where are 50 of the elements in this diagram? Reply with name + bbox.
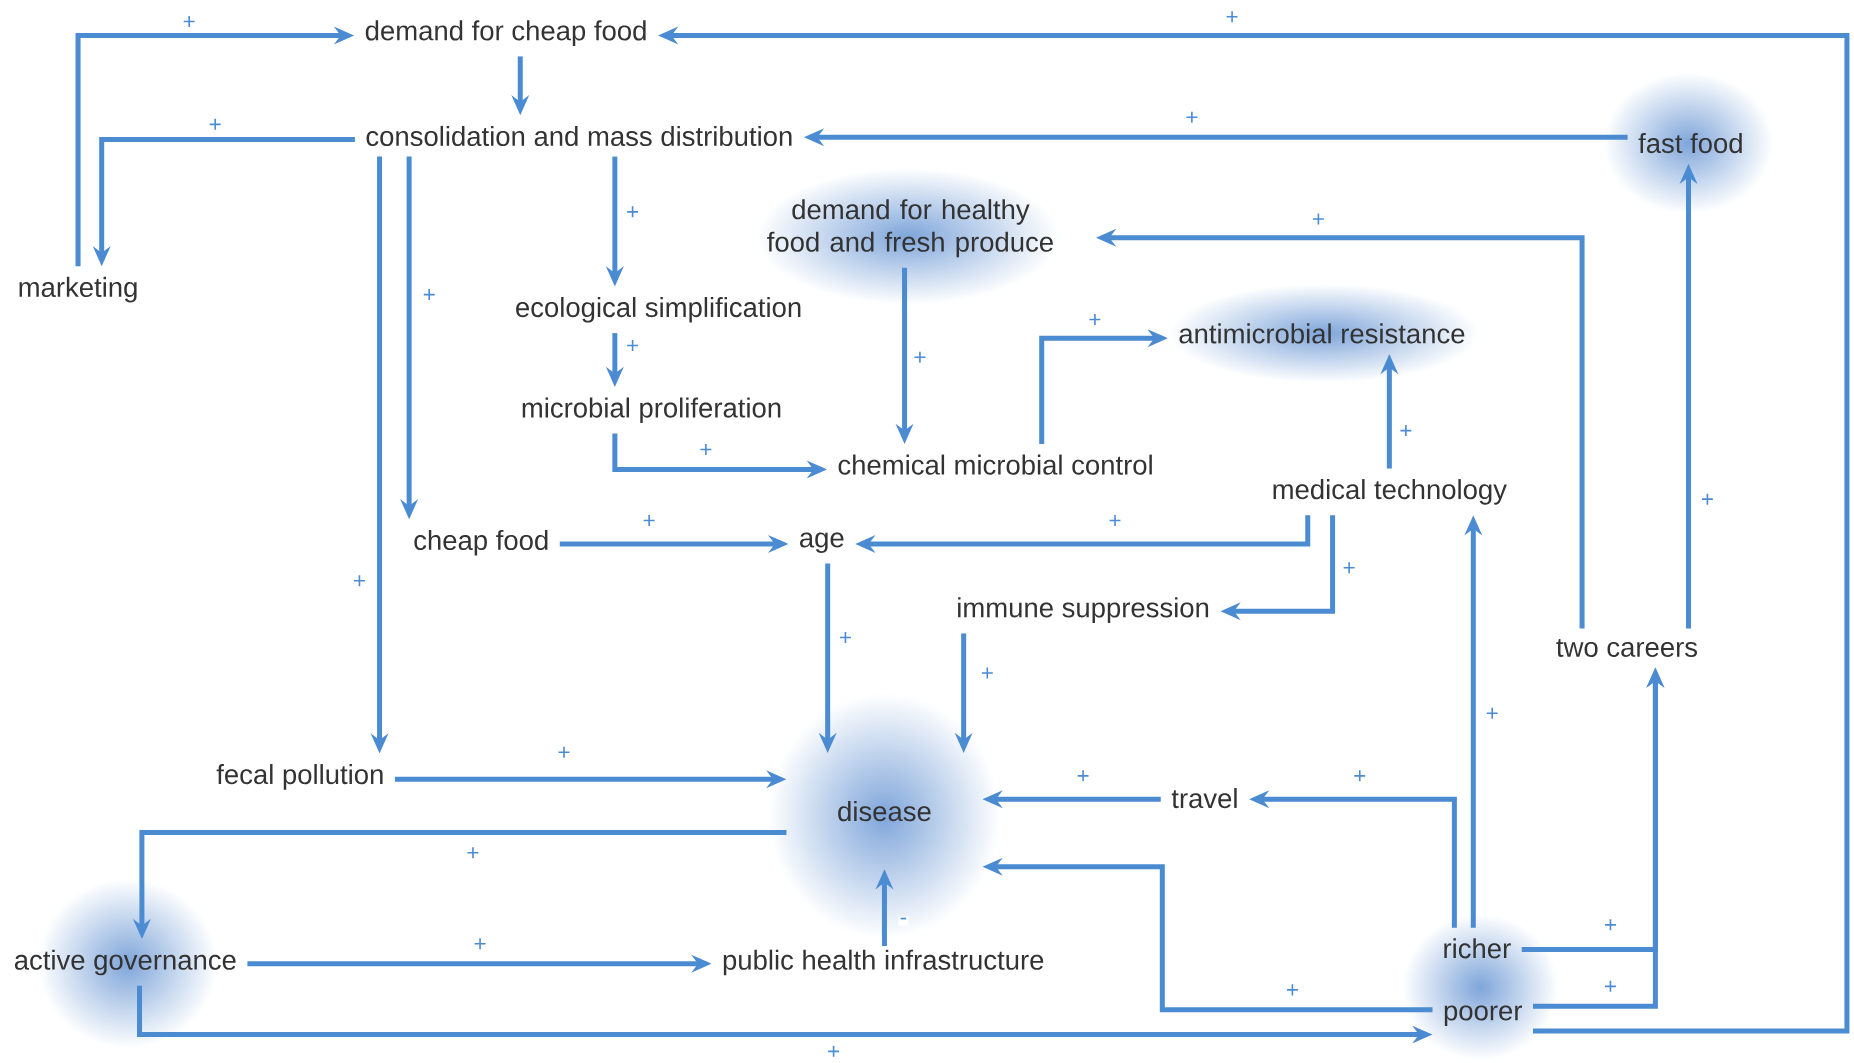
- edge-label: +: [1075, 769, 1091, 785]
- edge-label: +: [641, 513, 657, 530]
- edge-label: +: [1602, 918, 1619, 934]
- edge-label: +: [1224, 10, 1240, 26]
- edge-label: +: [1107, 513, 1123, 530]
- edge-label: +: [1484, 706, 1501, 722]
- edge-label: +: [472, 937, 488, 953]
- edge-label: +: [1087, 312, 1103, 329]
- edge-label: +: [1602, 979, 1619, 996]
- edge-label: +: [1341, 561, 1357, 577]
- causal-variable: fast food: [1638, 133, 1742, 154]
- edge-label: +: [837, 630, 854, 647]
- edge-label: +: [624, 338, 641, 355]
- edge-label: +: [421, 287, 438, 304]
- causal-variable: cheap food: [414, 529, 548, 556]
- edge-label: +: [351, 574, 368, 590]
- causal-variable: public health infrastructure: [723, 949, 1044, 976]
- causal-variable: age: [800, 532, 844, 553]
- causal-variable: ecological simplification: [516, 297, 801, 323]
- edge-label: +: [207, 117, 223, 134]
- edge-label: +: [1351, 769, 1368, 785]
- edge-label: +: [912, 350, 928, 366]
- causal-variable: medical technology: [1273, 479, 1507, 505]
- causal-variable: microbial proliferation: [522, 397, 781, 424]
- causal-variable: consolidation and mass distribution: [366, 125, 792, 147]
- edge-label: +: [1398, 423, 1414, 440]
- causal-variable: demand for cheap food: [365, 20, 646, 46]
- causal-variable: poorer: [1444, 1005, 1522, 1026]
- edge-label: +: [1284, 983, 1301, 999]
- causal-variable: travel: [1171, 788, 1237, 809]
- causal-variable: chemical microbial control: [838, 454, 1152, 475]
- causal-variable: fecal pollution: [216, 764, 383, 790]
- edge-label: +: [624, 205, 641, 221]
- causal-variable: demand for healthy food and fresh produce: [767, 199, 1053, 258]
- edge-label: +: [1184, 110, 1200, 126]
- edge-label: +: [1310, 212, 1327, 228]
- edge-label: +: [1699, 492, 1716, 508]
- causal-variable: antimicrobial resistance: [1179, 323, 1465, 344]
- causal-variable: richer: [1444, 938, 1511, 959]
- edge-label: +: [825, 1044, 842, 1061]
- causal-variable: two careers: [1556, 638, 1697, 657]
- edge-label: -: [898, 916, 909, 926]
- edge-label: +: [465, 845, 481, 862]
- edge-label: +: [979, 666, 996, 682]
- causal-variable: marketing: [19, 276, 137, 303]
- edge-label: +: [556, 745, 572, 761]
- causal-variable: immune suppression: [958, 597, 1209, 623]
- causal-variable: disease: [838, 801, 931, 822]
- edge-label: +: [698, 442, 714, 459]
- edge-label: +: [181, 14, 197, 31]
